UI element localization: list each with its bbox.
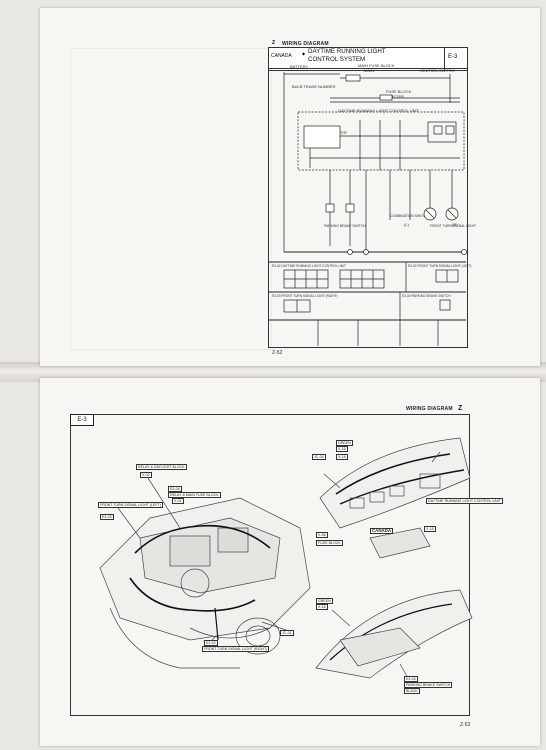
diagram-frame (268, 68, 468, 348)
bottom-frame (70, 414, 470, 716)
bottom-page-number: Z-53 (460, 722, 471, 728)
vehicle-illustrations (99, 437, 473, 679)
callout-x-16b: X-16 (316, 604, 328, 611)
callout-front-turn-right: FRONT TURN SIGNAL LIGHT (RIGHT) (202, 646, 270, 653)
callout-x-16: X-16 (336, 446, 348, 453)
code-box (444, 47, 468, 71)
combination-switch-label: COMBINATION SWITCH (390, 214, 428, 218)
bottom-header-title: WIRING DIAGRAM (406, 406, 453, 412)
callout-green: GREEN (336, 440, 353, 447)
fuse-block-label: FUSE BLOCK (386, 89, 412, 94)
code-label: E-3 (448, 54, 458, 60)
callout-parking-brake: PARKING BRAKE SWITCH (404, 682, 453, 689)
front-turn-label: FRONT TURN SIGNAL LIGHT (430, 224, 477, 228)
connector-title-1: E3-04 DAYTIME RUNNING LIGHT CONTROL UNIT (272, 264, 346, 268)
connector-title-3: E3-03 FRONT TURN SIGNAL LIGHT (RIGHT) (272, 294, 338, 298)
callout-x-15: X-15 (424, 526, 436, 533)
left-label: (L) (404, 222, 409, 227)
callout-green-2: GREEN (316, 598, 333, 605)
callout-fuse-block: FUSE BLOCK (316, 540, 343, 547)
control-unit-label: DAYTIME RUNNING LIGHT CONTROL UNIT (338, 108, 420, 113)
region-label: CANADA (271, 53, 292, 59)
top-page: Z WIRING DIAGRAM CANADA ◆ DAYTIME RUNNIN… (40, 8, 540, 366)
callout-e3-02: E3-02 (204, 640, 218, 647)
bulb-label: BULB TRADE NUMBER (292, 84, 336, 89)
callout-relay-block: RELAY & DAYLIGHT BLOCK (136, 464, 187, 471)
top-page-number: Z-52 (272, 350, 283, 356)
callout-front-turn-left: FRONT TURN SIGNAL LIGHT (LEFT) (98, 502, 163, 509)
right-label: (R) (452, 222, 458, 227)
bottom-page: WIRING DIAGRAM Z E-3 (40, 378, 540, 746)
callout-drl-unit: DAYTIME RUNNING LIGHT CONTROL UNIT (426, 498, 503, 505)
bottom-code: E-3 (70, 414, 94, 426)
callout-e3-04b: E3-04 (404, 676, 418, 683)
main-fuse-block-label: MAIN FUSE BLOCK (358, 63, 395, 68)
header-title: WIRING DIAGRAM (282, 41, 329, 47)
callout-relay-sub: RELAY & MAIN FUSE BLOCK (168, 492, 221, 499)
callout-jc-04: JC-04 (312, 454, 326, 461)
battery-label: BATTERY (290, 64, 309, 69)
callout-x-01: X-01 (172, 498, 184, 505)
callout-relay-block-ref: X-02 (140, 472, 152, 479)
bottom-section-letter: Z (458, 405, 463, 412)
main-label: MAIN (364, 68, 374, 73)
callout-black: BLACK (404, 688, 420, 695)
connector-title-2: E3-02 FRONT TURN SIGNAL LIGHT (LEFT) (408, 264, 472, 268)
meter-label: METER (390, 94, 404, 99)
callout-jc-01: JC-01 (280, 630, 294, 637)
show-through-ghost (70, 48, 272, 350)
title-bar (268, 47, 468, 71)
callout-e3-04: E3-04 (168, 486, 182, 493)
system-title-1: DAYTIME RUNNING LIGHT (308, 48, 386, 55)
book-gutter (0, 362, 546, 382)
schematic-lines (268, 72, 467, 346)
callout-e3-03: E3-03 (100, 514, 114, 521)
ignition-switch-label: IGNITION SWITCH (420, 68, 455, 73)
parking-brake-label: PARKING BRAKE SWITCH (324, 224, 366, 228)
callout-x-18: X-18 (336, 454, 348, 461)
diamond-icon: ◆ (302, 51, 306, 56)
callout-canada: CANADA (370, 528, 394, 535)
section-letter: Z (272, 40, 276, 46)
callout-x-56: X-56 (316, 532, 328, 539)
connector-title-4: E3-04 PARKING BRAKE SWITCH (402, 294, 451, 298)
system-title-2: CONTROL SYSTEM (308, 56, 366, 63)
